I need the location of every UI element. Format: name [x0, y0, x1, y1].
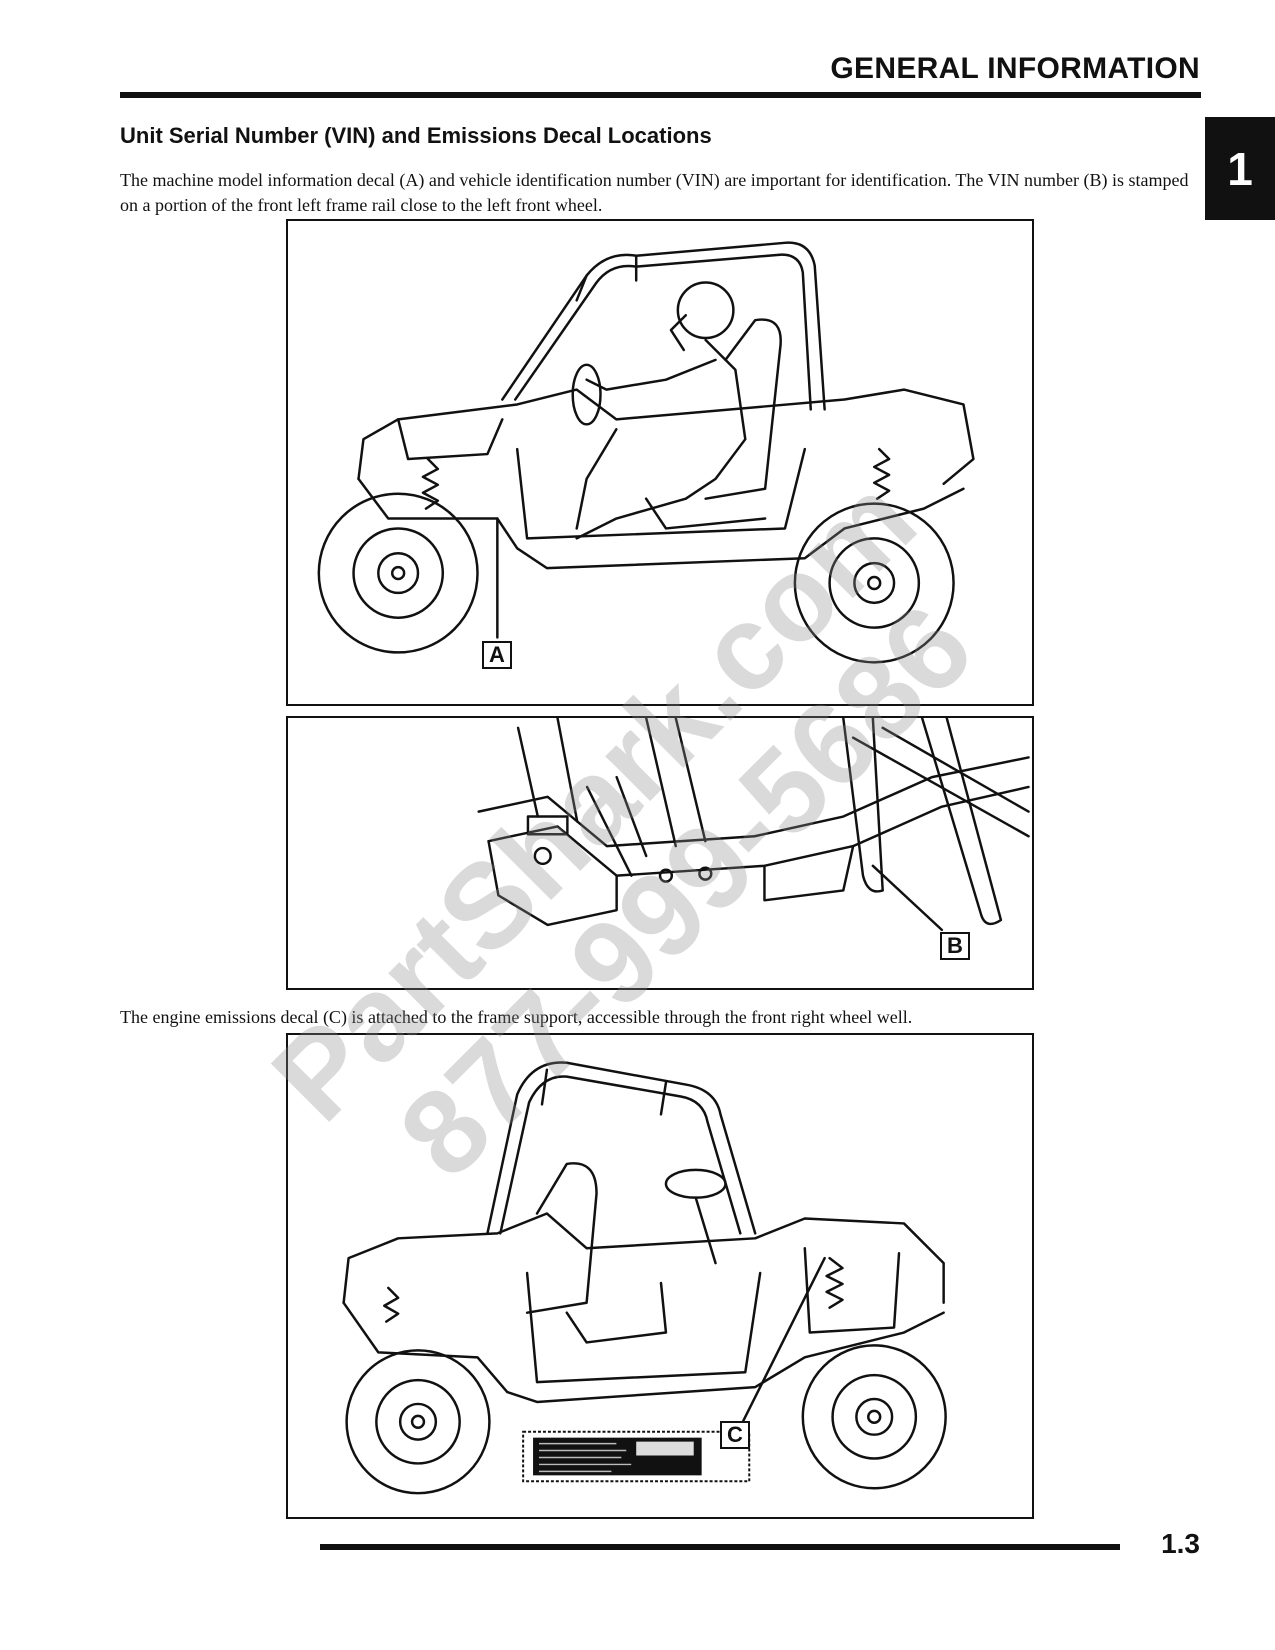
callout-b: B — [940, 932, 970, 960]
callout-a: A — [482, 641, 512, 669]
section-title: Unit Serial Number (VIN) and Emissions D… — [120, 123, 712, 148]
callout-c: C — [720, 1421, 750, 1449]
frame-rail-illustration — [477, 718, 1030, 932]
footer-rule — [320, 1544, 1120, 1550]
figure-vehicle-side-emissions: C — [286, 1033, 1034, 1519]
paragraph-vin: The machine model information decal (A) … — [120, 170, 1189, 215]
emissions-decal-graphic — [522, 1430, 751, 1483]
page-number: 1.3 — [1161, 1528, 1200, 1559]
header-rule — [120, 92, 1201, 98]
figure-frame-rail-vin: B — [286, 716, 1034, 990]
paragraph-emissions: The engine emissions decal (C) is attach… — [120, 1007, 913, 1027]
vehicle-emissions-illustration — [342, 1061, 947, 1495]
chapter-tab: 1 — [1205, 117, 1275, 220]
vehicle-driver-illustration — [317, 241, 975, 664]
figure-vehicle-side-driver: A — [286, 219, 1034, 706]
header-title: GENERAL INFORMATION — [830, 52, 1200, 85]
